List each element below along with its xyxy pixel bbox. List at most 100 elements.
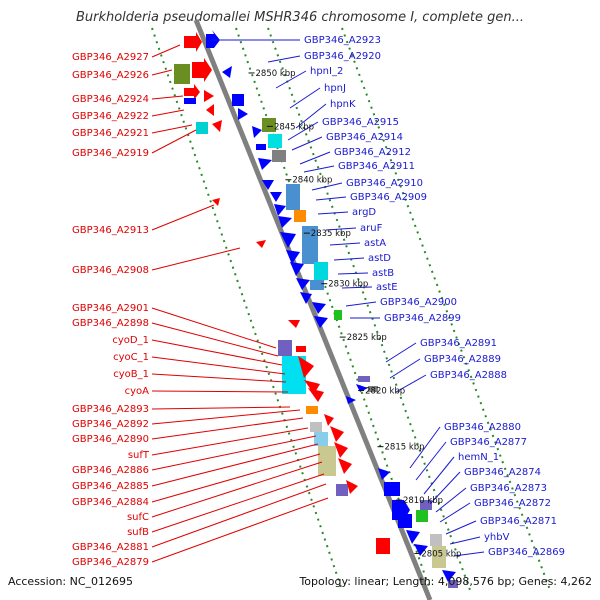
gene-label-left[interactable]: GBP346_A2884 [72, 497, 149, 508]
leader-line [151, 373, 287, 383]
leader-line [151, 483, 327, 548]
gene-label-right[interactable]: hpnI_2 [310, 66, 343, 77]
gene-label-left[interactable]: GBP346_A2924 [72, 94, 149, 105]
leader-line [409, 426, 441, 469]
gene-label-right[interactable]: GBP346_A2911 [338, 161, 415, 172]
leader-line [333, 257, 365, 261]
leader-line [303, 165, 335, 173]
gene-label-left[interactable]: cyoD_1 [112, 335, 149, 346]
leader-line [439, 502, 471, 523]
gene-label-right[interactable]: GBP346_A2912 [334, 147, 411, 158]
gene-label-right[interactable]: GBP346_A2923 [304, 35, 381, 46]
gene-label-left[interactable]: sufC [127, 512, 149, 523]
leader-line [341, 286, 373, 289]
gene-label-left[interactable]: sufT [128, 450, 150, 461]
leader-line [445, 520, 477, 535]
gene-label-right[interactable]: GBP346_A2872 [474, 498, 551, 509]
gene-label-left[interactable]: GBP346_A2885 [72, 481, 149, 492]
leader-line [151, 95, 184, 100]
leader-line [449, 536, 481, 545]
gene-label-right[interactable]: yhbV [484, 532, 510, 543]
kbp-label: 2825 kbp [347, 333, 387, 343]
gene-label-left[interactable]: GBP346_A2901 [72, 303, 149, 314]
gene-label-left[interactable]: GBP346_A2919 [72, 148, 149, 159]
gene-label-left[interactable]: sufB [127, 527, 149, 538]
leader-line [151, 406, 291, 410]
kbp-label: 2840 kbp [292, 176, 332, 186]
gene-label-left[interactable]: GBP346_A2893 [72, 404, 149, 415]
kbp-label: 2810 kbp [403, 496, 443, 506]
gene-label-right[interactable]: GBP346_A2920 [304, 51, 381, 62]
leader-line [151, 443, 319, 487]
leader-line [151, 409, 301, 425]
kbp-label: 2845 kbp [274, 122, 314, 132]
gene-label-left[interactable]: GBP346_A2921 [72, 128, 149, 139]
gene-label-right[interactable]: astB [372, 268, 394, 279]
gene-label-right[interactable]: argD [352, 207, 376, 218]
gene-label-right[interactable]: astE [376, 282, 398, 293]
gene-label-left[interactable]: GBP346_A2908 [72, 265, 149, 276]
gene-label-right[interactable]: GBP346_A2915 [322, 117, 399, 128]
kbp-label: 2820 kbp [365, 386, 405, 396]
gene-label-left[interactable]: GBP346_A2913 [72, 225, 149, 236]
gene-label-left[interactable]: GBP346_A2890 [72, 434, 149, 445]
gene-label-right[interactable]: astD [368, 253, 391, 264]
leader-line [151, 435, 317, 471]
leader-line [453, 551, 485, 557]
gene-label-left[interactable]: GBP346_A2879 [72, 557, 149, 568]
summary-text: Topology: linear; Length: 4,098,576 bp; … [299, 575, 592, 588]
gene-label-left[interactable]: GBP346_A2922 [72, 111, 149, 122]
leader-line [151, 497, 329, 563]
leader-line [267, 55, 301, 63]
gene-label-left[interactable]: cyoB_1 [113, 369, 149, 380]
gene-label-left[interactable]: GBP346_A2886 [72, 465, 149, 476]
gene-label-left[interactable]: GBP346_A2892 [72, 419, 149, 430]
gene-label-right[interactable]: hpnJ [324, 83, 346, 94]
gene-label-right[interactable]: hpnK [330, 99, 356, 110]
gene-label-right[interactable]: astA [364, 238, 386, 249]
gene-label-right[interactable]: GBP346_A2889 [424, 354, 501, 365]
gene-label-left[interactable]: GBP346_A2881 [72, 542, 149, 553]
gene-label-right[interactable]: aruF [360, 223, 383, 234]
leader-line [429, 471, 461, 505]
gene-label-left[interactable]: cyoC_1 [113, 352, 149, 363]
gene-label-right[interactable]: GBP346_A2880 [444, 422, 521, 433]
leader-line [291, 136, 323, 151]
leader-line [289, 87, 321, 109]
gene-label-right[interactable]: GBP346_A2877 [450, 437, 527, 448]
leader-line [151, 322, 279, 357]
gene-label-right[interactable]: GBP346_A2871 [480, 516, 557, 527]
gene-label-right[interactable]: GBP346_A2874 [464, 467, 541, 478]
gene-label-right[interactable]: hemN_1 [458, 452, 499, 463]
leader-line [151, 129, 197, 154]
gene-label-right[interactable]: GBP346_A2891 [420, 338, 497, 349]
leader-line [151, 427, 309, 456]
gene-label-right[interactable]: GBP346_A2869 [488, 547, 565, 558]
leader-line [151, 44, 181, 58]
gene-arrows[interactable] [184, 30, 456, 582]
leader-line [345, 301, 377, 307]
leader-line [315, 196, 347, 201]
leader-lines [151, 39, 485, 563]
gene-label-left[interactable]: GBP346_A2926 [72, 70, 149, 81]
gene-label-right[interactable]: GBP346_A2888 [430, 370, 507, 381]
leader-line [151, 204, 215, 231]
leader-line [151, 339, 283, 366]
leader-line [415, 441, 447, 481]
leader-line [151, 461, 323, 518]
gene-label-right[interactable]: GBP346_A2909 [350, 192, 427, 203]
leader-line [151, 247, 241, 271]
gene-label-left[interactable]: cyoA [125, 386, 150, 397]
feature-blocks[interactable] [174, 64, 458, 588]
gene-label-left[interactable]: GBP346_A2927 [72, 52, 149, 63]
kbp-label: 2805 kbp [421, 549, 461, 559]
gene-label-right[interactable]: GBP346_A2900 [380, 297, 457, 308]
gene-label-right[interactable]: GBP346_A2914 [326, 132, 403, 143]
gene-label-right[interactable]: GBP346_A2910 [346, 178, 423, 189]
leader-line [325, 227, 357, 231]
gene-label-left[interactable]: GBP346_A2898 [72, 318, 149, 329]
kbp-label: 2830 kbp [328, 280, 368, 290]
gene-label-right[interactable]: GBP346_A2899 [384, 313, 461, 324]
gene-label-right[interactable]: GBP346_A2873 [470, 483, 547, 494]
